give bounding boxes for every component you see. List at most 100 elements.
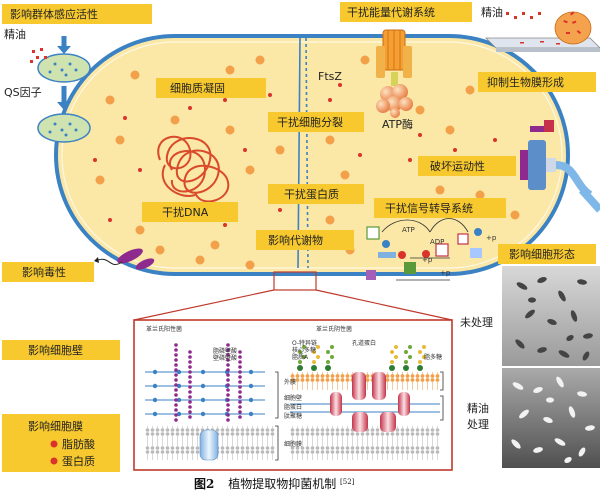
lps-bead (394, 345, 398, 349)
oil-treated-label-1: 精油 (467, 401, 489, 415)
cytoplasm-dot (225, 125, 235, 135)
peptidoglycan-node (152, 369, 158, 375)
lipid-a-node (403, 365, 409, 371)
phospho-label-1: +p (422, 256, 433, 264)
lipid-a-node (325, 365, 331, 371)
bacterium-shape (558, 350, 570, 358)
cytoplasm-dot (465, 85, 475, 95)
cytoplasm-dot (130, 70, 140, 80)
peptidoglycan-node (200, 397, 206, 403)
gram-negative-label: 革兰氏阴性菌 (316, 325, 352, 333)
cytoplasm-dot (115, 135, 125, 145)
atpase-icon (376, 29, 413, 118)
o-antigen-label: O-特异链 (292, 339, 317, 347)
bacterium-shape (585, 425, 595, 431)
phospho-label-3: +p (486, 234, 497, 242)
teichoic-acid-bead (238, 365, 242, 369)
bacterium-shape (547, 319, 557, 325)
bacterium-shape (583, 333, 593, 339)
lps-label: 脂多糖 (424, 353, 442, 361)
teichoic-acid-bead (226, 388, 230, 392)
cell-membrane-label: 细胞膜 (284, 440, 302, 448)
teichoic-acid-bead (226, 403, 230, 407)
lps-bead (316, 345, 320, 349)
lps-bead (404, 360, 408, 364)
teichoic-acid-bead (238, 355, 242, 359)
lps-bead (408, 345, 412, 349)
teichoic-acid-bead (238, 400, 242, 404)
gram-positive-label: 革兰氏阳性菌 (146, 325, 182, 333)
teichoic-acid-bead (188, 410, 192, 414)
teichoic-acid-bead (188, 415, 192, 419)
teichoic-acid-bead (174, 408, 178, 412)
wall-label-box (2, 340, 120, 360)
cytoplasm-dot (195, 255, 205, 265)
micrograph-untreated (502, 266, 600, 366)
peptidoglycan-node (152, 411, 158, 417)
teichoic-acid-bead (174, 398, 178, 402)
ftsz-label: FtsZ (318, 70, 342, 83)
teichoic-acid-bead (226, 383, 230, 387)
lps-bead (422, 355, 426, 359)
peptidoglycan-label: 肽聚糖 (284, 412, 302, 420)
peptidoglycan-node (248, 383, 254, 389)
teichoic-acid-bead (238, 370, 242, 374)
lipid-a-node (389, 365, 395, 371)
micrograph-oil-treated (502, 368, 600, 468)
teichoic-acid-bead (174, 413, 178, 417)
peptidoglycan-node (176, 369, 182, 375)
teichoic-acid-bead (226, 368, 230, 372)
protein-legend-label: 蛋白质 (62, 454, 95, 468)
dna-label-box (142, 202, 238, 222)
peptidoglycan-node (176, 411, 182, 417)
cytoplasm-dot (268, 93, 272, 97)
cytoplasm-dot (340, 170, 350, 180)
cytoplasm-dot (338, 83, 342, 87)
cytoplasm-dot (135, 225, 145, 235)
bacterium-shape (564, 456, 572, 464)
figure-caption: 图2 植物提取物抑菌机制 [52] (194, 476, 355, 491)
teichoic-acid-bead (238, 415, 242, 419)
toxin-icon (94, 248, 155, 270)
cytoplasm-dot (210, 240, 220, 250)
teichoic-acid-bead (174, 358, 178, 362)
bacterium-shape (556, 376, 564, 388)
bacterium-shape (512, 382, 524, 390)
oil-treated-label-2: 处理 (467, 418, 489, 431)
teichoic-acid-bead (188, 365, 192, 369)
toxicity-label-box (2, 262, 94, 282)
cytoplasm-dot (445, 125, 455, 135)
cytoplasm-dot (123, 116, 127, 120)
lps-bead (302, 355, 306, 359)
caption-text: 植物提取物抑菌机制 (228, 476, 336, 491)
cytoplasm-dot (95, 175, 105, 185)
teichoic-acid-bead (226, 363, 230, 367)
motility-label: 破坏运动性 (430, 159, 485, 173)
phospho-label-2: +p (440, 269, 451, 277)
teichoic-acid-bead (238, 390, 242, 394)
teichoic-acid-bead (238, 350, 242, 354)
peptidoglycan-node (152, 383, 158, 389)
dna-label: 干扰DNA (162, 205, 209, 219)
teichoic-acid-bead (238, 360, 242, 364)
protein-label-box (268, 184, 364, 204)
bacterium-shape (558, 290, 566, 302)
qs-factor-label: QS因子 (4, 86, 42, 99)
bacterium-shape (519, 409, 529, 419)
teichoic-acid-bead (226, 348, 230, 352)
peptidoglycan-node (248, 369, 254, 375)
quorum-label: 影响群体感应活性 (10, 7, 98, 21)
lps-bead (316, 355, 320, 359)
bacterium-shape (582, 351, 590, 361)
gram-positive-envelope (145, 343, 275, 461)
lipid-a-node (297, 365, 303, 371)
teichoic-acid-bead (226, 418, 230, 422)
cytoplasm-dot (278, 208, 282, 212)
label-boxes: 影响群体感应活性 干扰能量代谢系统 抑制生物膜形成 细胞质凝固 干扰细胞分裂 破… (2, 2, 596, 472)
oil-left-label: 精油 (4, 27, 26, 41)
teichoic-acid-bead (174, 403, 178, 407)
cytoplasm-dot (223, 98, 227, 102)
bacterium-shape (578, 447, 586, 457)
teichoic-acid-bead (226, 398, 230, 402)
teichoic-acid-bead (238, 410, 242, 414)
